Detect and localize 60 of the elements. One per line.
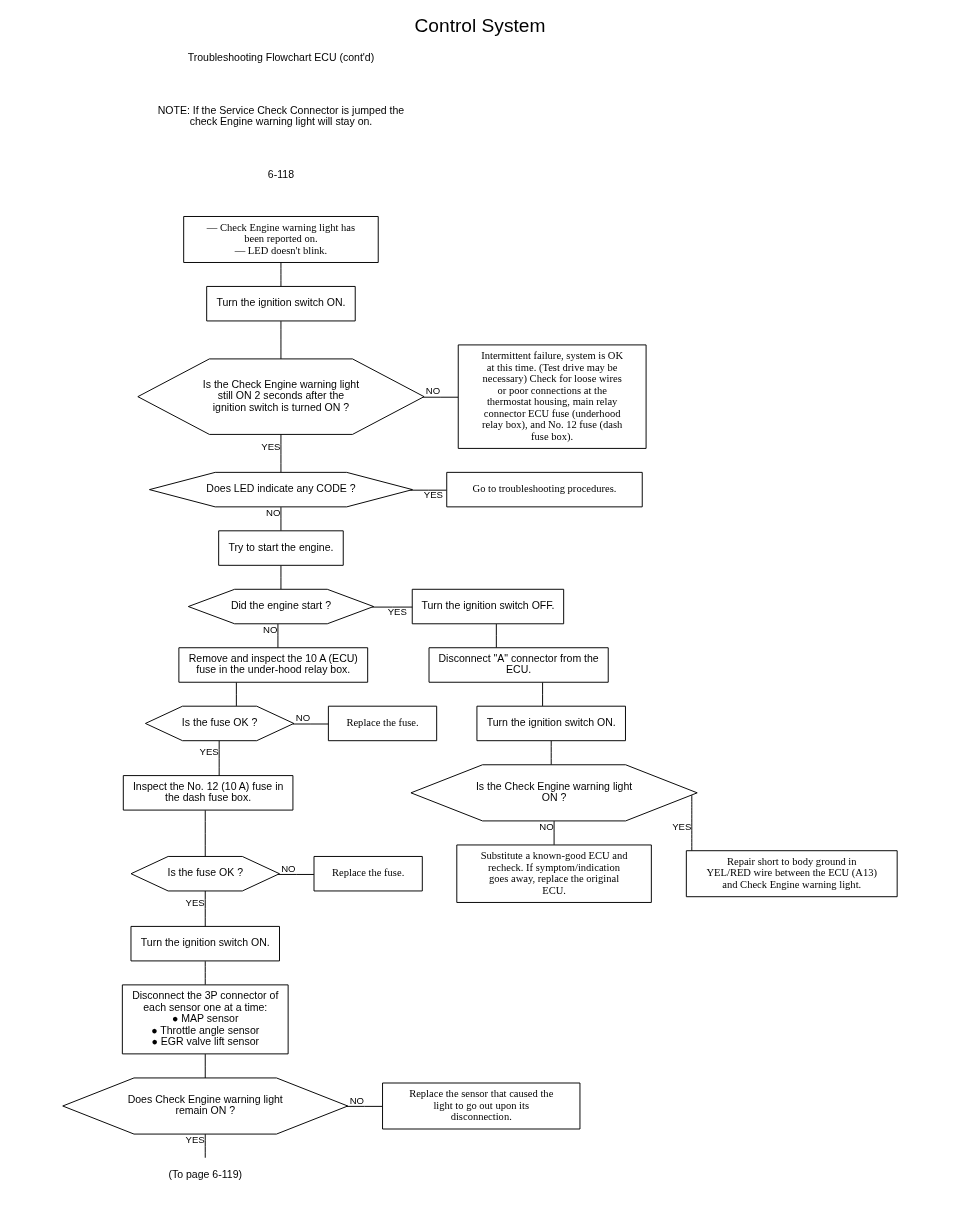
label: 6-118 bbox=[267, 167, 295, 180]
edge-label: YES bbox=[185, 1134, 205, 1146]
connector bbox=[280, 320, 282, 360]
node-box: Inspect the No. 12 (10 A) fuse in the dash fuse box. bbox=[122, 775, 294, 811]
connector bbox=[346, 1105, 383, 1107]
node-box: Turn the ignition switch ON. bbox=[206, 285, 356, 322]
node-text: (To page 6-119) bbox=[168, 1168, 243, 1181]
edge-label: YES bbox=[185, 896, 205, 908]
edge-label: YES bbox=[199, 746, 219, 758]
connector bbox=[204, 1133, 206, 1159]
connector bbox=[371, 606, 413, 608]
connector bbox=[495, 623, 497, 648]
node-box: Repair short to body ground in YEL/RED wire between the ECU (A13) and Check Engine warning light. bbox=[685, 850, 898, 898]
node-box: — Check Engine warning light has been reported on. — LED doesn't blink. bbox=[183, 216, 379, 263]
edge-label: YES bbox=[672, 821, 692, 833]
edge-label: NO bbox=[425, 385, 441, 397]
connector bbox=[280, 565, 282, 590]
connector bbox=[280, 434, 282, 473]
connector bbox=[542, 682, 544, 707]
label: NOTE: If the Service Check Connector is jumped the check Engine warning light will stay on. bbox=[157, 103, 405, 128]
node-box: Disconnect the 3P connector of each sensor one at a time: ● MAP sensor ● Throttle angle sensor ● EGR valve lift sensor bbox=[121, 984, 289, 1055]
edge-label: NO bbox=[349, 1094, 365, 1106]
edge-label: NO bbox=[266, 506, 281, 518]
node-box: Try to start the engine. bbox=[218, 530, 344, 566]
connector bbox=[280, 506, 282, 532]
node-box: Intermittent failure, system is OK at this time. (Test drive may be necessary) Check for loose wires or poor connections at the thermostat housing, main relay connector ECU fuse (underhood relay box), and No. 12 fuse (dash fuse box). bbox=[457, 344, 647, 449]
connector bbox=[204, 960, 206, 986]
edge-label: NO bbox=[263, 623, 278, 635]
connector bbox=[204, 809, 206, 857]
connector bbox=[277, 623, 279, 648]
node-box: Replace the fuse. bbox=[313, 856, 423, 892]
connector bbox=[409, 489, 447, 491]
edge-label: NO bbox=[281, 862, 296, 874]
connector bbox=[204, 890, 206, 927]
connector bbox=[218, 740, 220, 777]
node-box: Turn the ignition switch OFF. bbox=[411, 588, 565, 625]
connector bbox=[277, 874, 315, 875]
diagram-title: Control System bbox=[414, 14, 546, 36]
connector bbox=[691, 794, 693, 851]
label: Troubleshooting Flowchart ECU (cont'd) bbox=[187, 51, 375, 64]
connector bbox=[422, 396, 459, 398]
node-box: Turn the ignition switch ON. bbox=[476, 705, 626, 742]
connector bbox=[204, 1053, 206, 1079]
connector bbox=[235, 682, 237, 707]
node-box: Disconnect "A" connector from the ECU. bbox=[428, 647, 609, 683]
node-box: Turn the ignition switch ON. bbox=[130, 925, 280, 962]
edge-label: YES bbox=[387, 605, 407, 617]
node-box: Substitute a known-good ECU and recheck. If symptom/indication goes away, replace the original ECU. bbox=[456, 844, 652, 903]
node-box: Go to troubleshooting procedures. bbox=[446, 471, 643, 508]
connector bbox=[292, 723, 329, 725]
node-box: Replace the sensor that caused the light to go out upon its disconnection. bbox=[382, 1082, 581, 1130]
edge-label: NO bbox=[539, 821, 554, 833]
edge-label: YES bbox=[423, 488, 444, 500]
edge-label: NO bbox=[295, 712, 311, 724]
edge-label: YES bbox=[261, 441, 281, 453]
node-box: Replace the fuse. bbox=[327, 705, 438, 742]
connector bbox=[550, 740, 552, 765]
connector bbox=[553, 820, 555, 846]
connector bbox=[280, 262, 282, 287]
node-box: Remove and inspect the 10 A (ECU) fuse in the under-hood relay box. bbox=[178, 647, 369, 683]
